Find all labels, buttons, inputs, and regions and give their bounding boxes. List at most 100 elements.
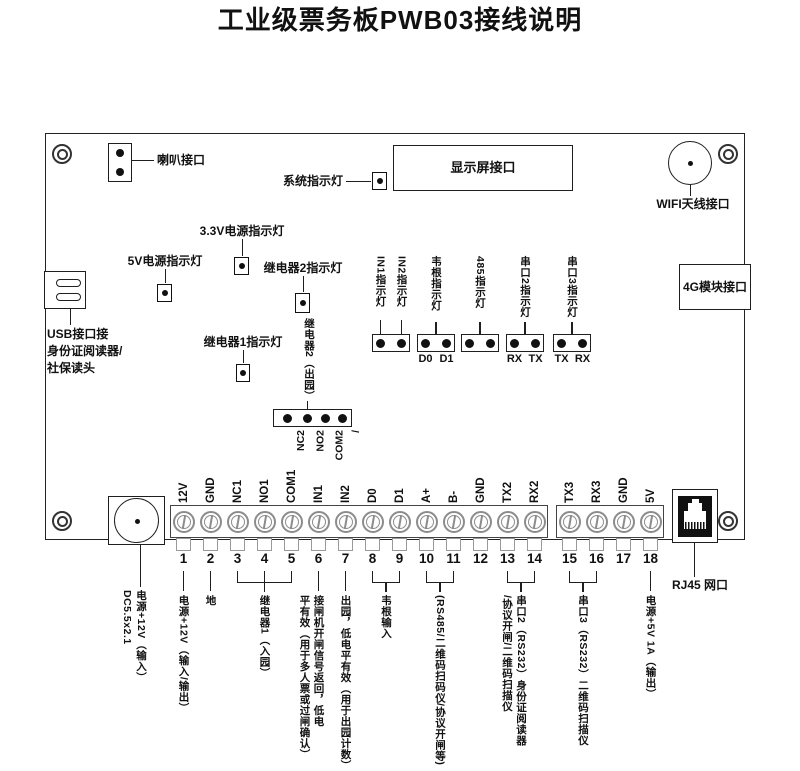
led-5v	[157, 284, 172, 302]
relay2-pin-dot	[320, 413, 330, 423]
led-5v-label: 5V电源指示灯	[127, 254, 203, 268]
pin-annotation: 串口2（RS232）身份证阅读器 /协议开闸/二维码扫描仪	[501, 595, 527, 746]
pin-bracket	[263, 571, 266, 583]
leader-line	[379, 320, 382, 334]
terminal-number: 1	[179, 551, 188, 566]
wifi-antenna-dot	[688, 161, 693, 166]
leader-line	[140, 545, 142, 587]
terminal-screw	[442, 510, 465, 533]
pin-bracket	[263, 583, 266, 592]
relay2-connector	[273, 409, 352, 427]
indicator-label: 485指示灯	[474, 256, 486, 309]
power-jack-label: 电源+12V（输入） DC5.5x2.1	[121, 590, 147, 683]
pin-leader-line	[649, 571, 652, 591]
led-relay2	[295, 293, 310, 313]
terminal-number: 6	[314, 551, 323, 566]
power-jack-barrel-icon	[114, 498, 159, 543]
terminal-stub	[589, 538, 604, 551]
leader-line	[302, 276, 304, 292]
terminal-screw	[496, 510, 519, 533]
pin-bracket	[426, 582, 454, 584]
terminal-number: 17	[615, 551, 632, 566]
terminal-label: 12V	[177, 482, 190, 503]
terminal-stub	[338, 538, 353, 551]
module-4g-connector	[679, 264, 751, 310]
pin-bracket	[582, 583, 584, 592]
terminal-number: 4	[260, 551, 269, 566]
speaker-label: 喇叭接口	[157, 153, 206, 167]
speaker-pin-dot	[116, 149, 124, 157]
pin-annotation: 电源+5V 1A（输出）	[644, 595, 657, 700]
terminal-label: IN2	[339, 485, 352, 503]
led-3v3-label: 3.3V电源指示灯	[199, 224, 285, 238]
relay2-pin-label: NO2	[315, 430, 327, 452]
terminal-stub	[257, 538, 272, 551]
pin-bracket	[236, 571, 239, 583]
terminal-label: B-	[447, 490, 460, 503]
pin-bracket	[506, 571, 509, 583]
power-jack-dot	[135, 519, 140, 524]
terminal-label: D0	[366, 488, 379, 503]
terminal-screw	[612, 510, 635, 533]
indicator-led-dot	[397, 338, 406, 348]
terminal-stub	[500, 538, 515, 551]
terminal-label: 5V	[644, 488, 657, 503]
pin-bracket	[425, 571, 428, 583]
pin-bracket	[237, 582, 292, 584]
terminal-label: D1	[393, 488, 406, 503]
display-label: 显示屏接口	[450, 160, 516, 175]
led-relay2-label: 继电器2指示灯	[263, 261, 343, 275]
terminal-number: 16	[588, 551, 605, 566]
terminal-stub	[643, 538, 658, 551]
indicator-led-dot	[531, 338, 540, 348]
usb-port	[44, 271, 86, 309]
relay2-pin-label: COM2	[333, 430, 345, 461]
led-relay1-label: 继电器1指示灯	[203, 335, 283, 349]
terminal-screw	[307, 510, 330, 533]
indicator-led-dot	[510, 338, 519, 348]
usb-slot-icon	[56, 279, 81, 287]
indicator-pin-label: RX	[574, 353, 591, 365]
usb-label-line2: 身份证阅读器/	[47, 344, 123, 358]
terminal-label: NO1	[258, 479, 271, 503]
indicator-label: IN1指示灯	[374, 256, 387, 307]
terminal-screw	[469, 510, 492, 533]
indicator-led-dot	[486, 338, 495, 348]
leader-line	[70, 309, 72, 325]
indicator-led-dot	[578, 338, 587, 348]
indicator-led-dot	[465, 338, 474, 348]
terminal-stub	[562, 538, 577, 551]
indicator-pin-label: D1	[439, 353, 454, 365]
terminal-screw	[226, 510, 249, 533]
terminal-number: 5	[287, 551, 296, 566]
pin-leader-line	[182, 571, 185, 591]
pin-bracket	[595, 571, 598, 583]
pin-bracket	[398, 571, 401, 583]
pin-bracket	[371, 571, 374, 583]
terminal-stub	[230, 538, 245, 551]
pin-annotation: (RS485/二维码扫码仪/协议开闸等)	[434, 595, 446, 766]
leader-line	[242, 350, 244, 363]
terminal-stub	[616, 538, 631, 551]
relay2-pin-label: /	[350, 430, 362, 433]
system-led	[372, 172, 387, 190]
pin-annotation: 接闸机开闸信号返回，低电 平有效（用于多人票或过闸确认）	[298, 595, 325, 760]
terminal-screw	[253, 510, 276, 533]
pin-bracket	[452, 571, 455, 583]
terminal-label: IN1	[312, 485, 325, 503]
terminal-screw	[172, 510, 195, 533]
terminal-number: 12	[472, 551, 489, 566]
terminal-stub	[365, 538, 380, 551]
leader-line	[694, 543, 696, 577]
indicator-led-dot	[376, 338, 385, 348]
leader-line	[689, 185, 691, 196]
page-title: 工业级票务板PWB03接线说明	[217, 5, 583, 35]
terminal-screw	[388, 510, 411, 533]
indicator-led-dot	[557, 338, 566, 348]
pin-annotation: 继电器1（入园）	[258, 595, 271, 679]
terminal-number: 13	[499, 551, 516, 566]
terminal-number: 8	[368, 551, 377, 566]
leader-line	[346, 181, 371, 183]
led-3v3	[234, 257, 249, 275]
